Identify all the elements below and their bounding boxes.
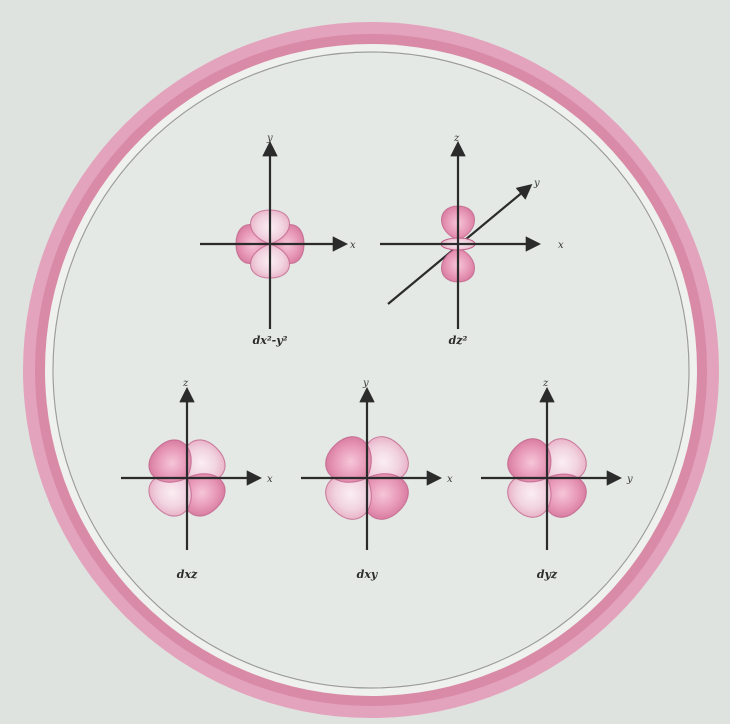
horizontal-axis-label: x bbox=[350, 240, 356, 251]
vertical-axis-label: y bbox=[266, 133, 273, 144]
orbital-label: dyz bbox=[537, 568, 558, 581]
vertical-axis-label: y bbox=[362, 378, 369, 389]
orbital-label: dxz bbox=[177, 568, 198, 581]
horizontal-axis-label: x bbox=[447, 474, 453, 485]
orbital-label: dx²-y² bbox=[253, 334, 288, 347]
horizontal-axis-label: y bbox=[626, 474, 633, 485]
plate-face bbox=[54, 53, 688, 687]
orbital-label: dz² bbox=[449, 334, 468, 347]
vertical-axis-label: z bbox=[453, 133, 460, 144]
horizontal-axis-label: x bbox=[558, 240, 564, 251]
vertical-axis-label: z bbox=[182, 378, 189, 389]
horizontal-axis-label: x bbox=[267, 474, 273, 485]
vertical-axis-label: z bbox=[542, 378, 549, 389]
diagonal-axis-label: y bbox=[533, 178, 540, 189]
orbital-label: dxy bbox=[357, 568, 379, 581]
